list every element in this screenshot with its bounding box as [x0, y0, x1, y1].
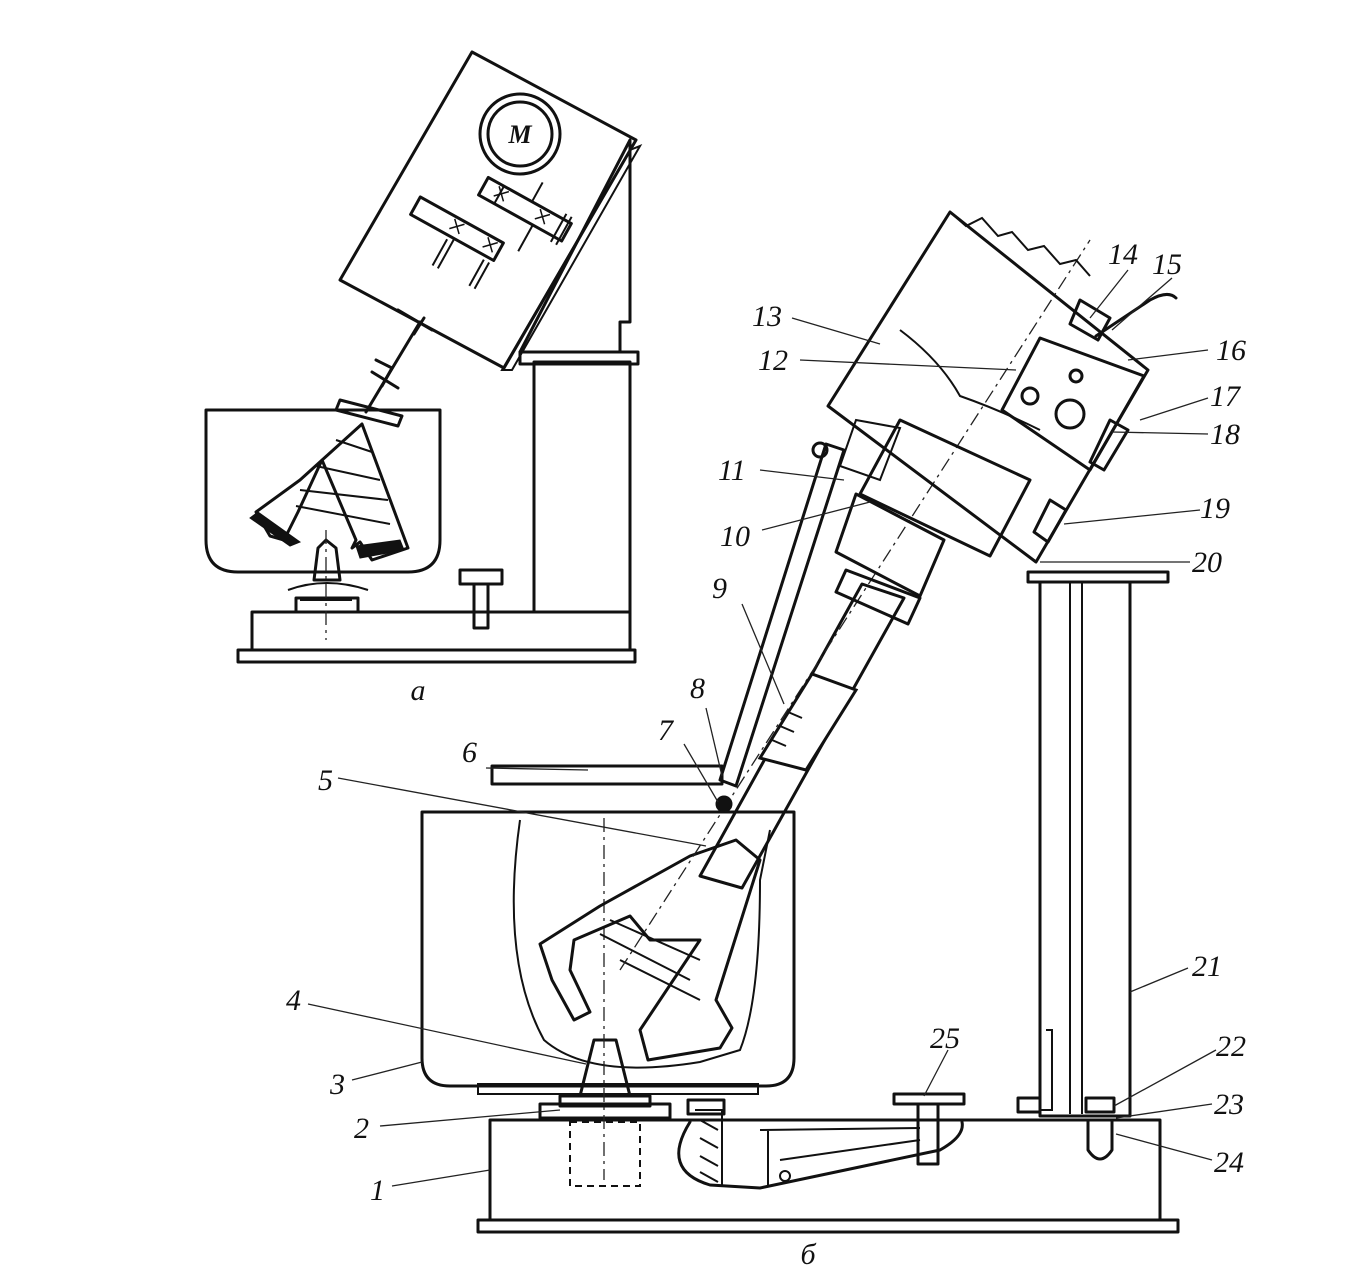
callout-15: 15 — [1152, 248, 1182, 281]
column-head-a — [518, 138, 632, 354]
bowl-seat-plate-2 — [538, 1102, 672, 1120]
callout-10: 10 — [720, 520, 750, 553]
latch-19 — [1032, 498, 1068, 544]
view-b-assembly-drawing: б — [420, 210, 1180, 1271]
callout-24: 24 — [1214, 1146, 1244, 1179]
head-housing-a — [338, 50, 638, 370]
panel-light-icon — [1068, 368, 1084, 384]
tilt-axis — [619, 239, 1091, 971]
lock-handle-head-a — [458, 568, 504, 586]
beater-b — [538, 838, 762, 1062]
latch-18 — [1088, 418, 1130, 472]
beater-a — [254, 422, 410, 562]
motor-inner-icon — [486, 100, 554, 168]
svg-text:×: × — [484, 175, 518, 214]
power-cable-15 — [1094, 293, 1178, 338]
callout-5: 5 — [318, 764, 333, 797]
base-hidden-socket — [569, 1121, 641, 1187]
beater-ribs-b — [599, 919, 701, 1001]
callout-13: 13 — [752, 300, 782, 333]
callout-18: 18 — [1210, 418, 1240, 451]
callout-4: 4 — [286, 984, 301, 1017]
motor-label: M — [507, 120, 532, 149]
callout-12: 12 — [758, 344, 788, 377]
hinge-11-icon — [811, 441, 829, 459]
column-bolt-left — [1016, 1096, 1042, 1114]
svg-text:×: × — [440, 207, 474, 246]
head-housing-edge-a — [500, 144, 643, 371]
base-body-b — [488, 1118, 1162, 1222]
callout-6: 6 — [462, 736, 477, 769]
spring-cap — [686, 1098, 726, 1116]
column-bracket — [1040, 1029, 1053, 1111]
callout-19: 19 — [1200, 492, 1230, 525]
callout-22: 22 — [1216, 1030, 1246, 1063]
view-a-kinematic-scheme: M × × × × — [204, 50, 643, 707]
callout-14: 14 — [1108, 238, 1138, 271]
sleeve-9 — [757, 672, 859, 772]
callout-17: 17 — [1210, 380, 1242, 413]
callout-leaders — [307, 269, 1217, 1187]
motor-outer-icon — [478, 92, 562, 176]
caption-a: а — [411, 674, 426, 707]
bowl-3 — [420, 810, 796, 1088]
bowl-a — [204, 408, 442, 574]
spindle-4 — [578, 1038, 632, 1098]
lock-handle-stem-a — [472, 582, 490, 630]
head-housing-12 — [826, 210, 1150, 564]
callout-11: 11 — [718, 454, 746, 487]
gearbox-10 — [858, 418, 1032, 558]
pivot-stop-23-24 — [1086, 1118, 1114, 1161]
bowl-inner-contour — [512, 819, 771, 1069]
coupling-a — [370, 308, 434, 390]
column-21 — [1038, 580, 1132, 1118]
callout-2: 2 — [354, 1112, 369, 1145]
head-break-line — [949, 211, 1091, 277]
callout-25: 25 — [930, 1022, 960, 1055]
beater-ribs-a — [295, 439, 391, 525]
hub-disc-a — [334, 398, 404, 428]
lever-pivot-icon — [779, 1170, 791, 1182]
caption-b: б — [800, 1238, 816, 1271]
panel-knob-17-icon — [1054, 398, 1086, 430]
callout-23: 23 — [1214, 1088, 1244, 1121]
output-collar — [834, 568, 922, 626]
callout-1: 1 — [370, 1174, 385, 1207]
callout-9: 9 — [712, 572, 727, 605]
base-body-a — [250, 610, 632, 652]
column-a — [532, 360, 632, 614]
sleeve-hatch-9 — [771, 711, 803, 747]
beater-blade-left-a — [249, 511, 302, 547]
pivot-pin-22 — [1084, 1096, 1116, 1114]
gearbox-lower-10 — [834, 492, 946, 598]
hinge-bracket-11 — [838, 418, 902, 482]
callout-20: 20 — [1192, 546, 1222, 579]
base-plate-b — [476, 1218, 1180, 1234]
callout-21: 21 — [1192, 950, 1222, 983]
bowl-seat-a — [294, 596, 360, 614]
column-flange-20 — [1026, 570, 1170, 584]
beater-blade-right-a — [355, 539, 405, 559]
lever-arm — [759, 1127, 921, 1186]
arm-8 — [718, 442, 846, 788]
callout-3: 3 — [329, 1068, 345, 1101]
bowl-foot-3 — [477, 1083, 759, 1095]
spindle-a — [312, 538, 342, 582]
spring-icon — [695, 1109, 723, 1186]
hinge-7-icon — [715, 795, 733, 813]
lever-housing — [677, 1120, 964, 1190]
callout-16: 16 — [1216, 334, 1246, 367]
base-plate-a — [236, 648, 637, 664]
control-panel-15-16 — [1000, 336, 1146, 472]
callout-7: 7 — [658, 714, 675, 747]
pedal-stem-25 — [916, 1102, 940, 1166]
panel-switch-16-icon — [1020, 386, 1040, 406]
cable-gland-14 — [1068, 298, 1112, 342]
callout-numbers: 1 2 3 4 5 6 7 8 9 10 11 12 13 14 15 16 1… — [286, 238, 1246, 1207]
rotation-arrow-a — [287, 582, 369, 601]
callout-8: 8 — [690, 672, 705, 705]
